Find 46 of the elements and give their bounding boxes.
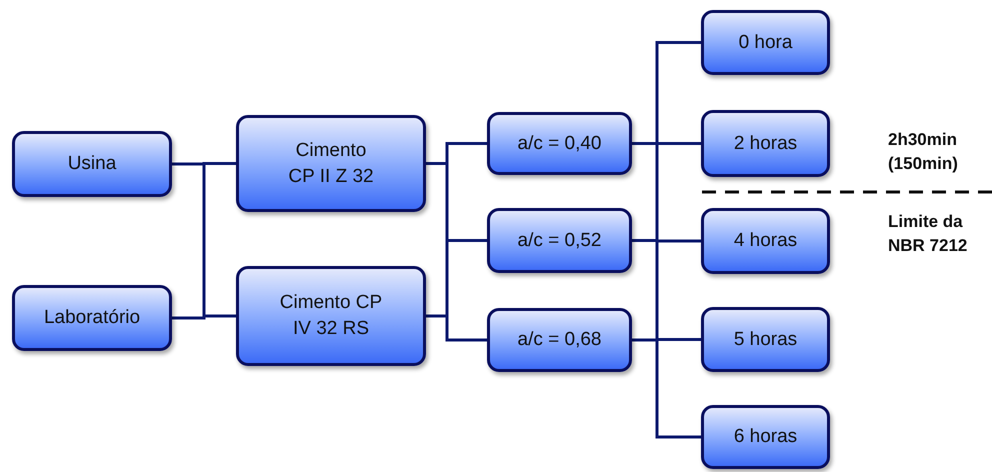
connector-line: [657, 142, 701, 145]
process-box: [487, 112, 632, 175]
connector-line: [632, 338, 657, 342]
process-box: [236, 115, 426, 212]
process-box: [701, 110, 830, 177]
box-label: 0 hora: [738, 30, 792, 54]
connector-line: [657, 240, 701, 242]
process-box: [487, 208, 632, 273]
process-box: [487, 308, 632, 372]
connector-line: [172, 162, 204, 166]
process-box: [701, 307, 830, 372]
box-label: 4 horas: [734, 229, 798, 253]
connector-line: [446, 142, 448, 342]
connector-line: [426, 162, 447, 165]
connector-line: [447, 142, 487, 145]
box-label: 2 horas: [734, 132, 798, 156]
connector-line: [632, 239, 657, 242]
box-label: a/c = 0,40: [518, 132, 602, 156]
connector-line: [204, 162, 236, 165]
connector-line: [204, 314, 236, 318]
box-label: Cimento CP II Z 32: [287, 138, 375, 188]
connector-line: [656, 41, 658, 438]
connector-line: [657, 41, 701, 44]
connector-line: [202, 162, 206, 320]
process-box: [236, 266, 426, 366]
connector-line: [657, 338, 701, 341]
box-label: Laboratório: [44, 306, 140, 330]
connector-line: [447, 239, 487, 242]
connector-line: [632, 142, 657, 145]
note-text: 2h30min (150min): [888, 129, 959, 175]
box-label: Cimento CP IV 32 RS: [278, 291, 384, 341]
box-label: 5 horas: [734, 328, 798, 352]
note-text: Limite da NBR 7212: [888, 211, 968, 257]
box-label: 6 horas: [734, 425, 798, 449]
connector-line: [172, 316, 204, 320]
connector-line: [426, 314, 447, 318]
box-label: Usina: [68, 152, 116, 176]
box-label: a/c = 0,52: [518, 228, 602, 252]
process-box: [12, 131, 172, 197]
process-box: [701, 10, 830, 75]
process-box: [701, 208, 830, 274]
connector-line: [657, 436, 701, 438]
box-label: a/c = 0,68: [518, 328, 602, 352]
process-box: [701, 405, 830, 469]
process-box: [12, 285, 172, 351]
connector-line: [447, 338, 487, 342]
